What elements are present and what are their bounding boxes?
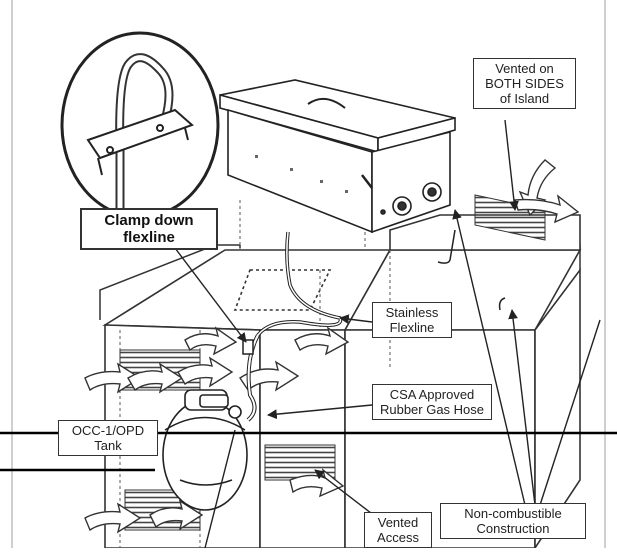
label-clamp-flexline: Clamp down flexline	[80, 208, 218, 250]
label-non-combustible: Non-combustible Construction	[440, 503, 586, 539]
leader-arrows	[174, 119, 601, 549]
propane-tank	[162, 389, 248, 511]
label-vented-access: Vented Access	[364, 512, 432, 548]
label-rubber-gas-hose: CSA Approved Rubber Gas Hose	[372, 384, 492, 420]
side-burner	[219, 79, 456, 234]
clamp-detail-circle	[60, 31, 220, 219]
label-tank: OCC-1/OPD Tank	[58, 420, 158, 456]
label-stainless-flexline: Stainless Flexline	[372, 302, 452, 338]
airflow-arrows	[84, 159, 580, 534]
label-vented-sides: Vented on BOTH SIDES of Island	[473, 58, 576, 109]
page-frame	[11, 0, 606, 548]
